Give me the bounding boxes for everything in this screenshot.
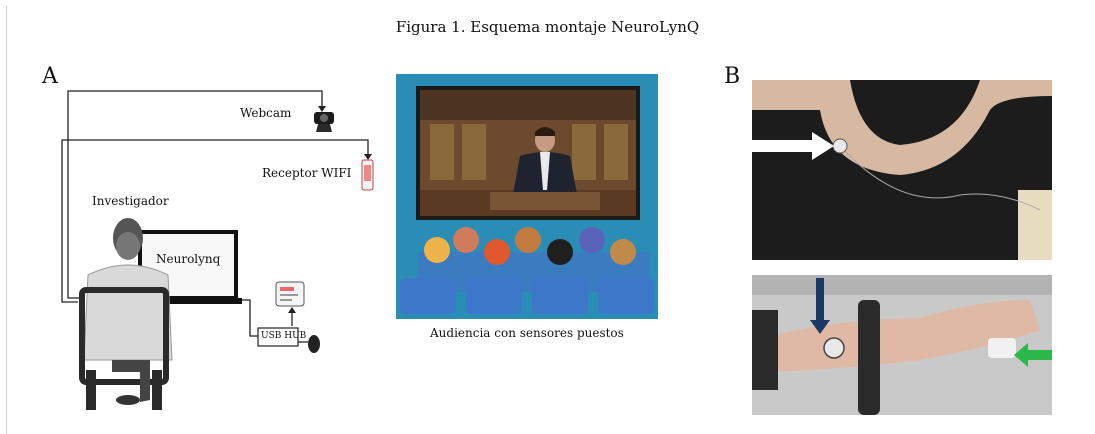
sensor-device-icon <box>275 281 305 307</box>
mouse-icon <box>308 335 320 353</box>
webcam-icon <box>314 112 334 132</box>
chest-photo <box>752 80 1052 260</box>
audience-caption: Audiencia con sensores puestos <box>430 326 624 340</box>
connection-lines <box>61 90 369 343</box>
audience-chairs <box>400 278 654 314</box>
chest-arrow-icon <box>752 132 834 160</box>
wrist-arrow-down-icon <box>810 278 830 334</box>
wrist-photo <box>752 275 1052 415</box>
figure-title: Figura 1. Esquema montaje NeuroLynQ <box>395 18 700 36</box>
monitor-label: Neurolynq <box>156 252 221 266</box>
panel-a-label: A <box>42 64 58 89</box>
figure-frame <box>6 6 1090 434</box>
researcher-label: Investigador <box>92 194 169 208</box>
wrist-arrow-left-icon <box>1014 343 1052 367</box>
receiver-label: Receptor WIFI <box>262 166 352 180</box>
monitor-icon <box>138 230 242 304</box>
panel-b-label: B <box>724 64 741 89</box>
usb-hub-icon <box>257 327 299 347</box>
webcam-label: Webcam <box>240 106 292 120</box>
usb-hub-label: USB HUB <box>261 331 307 341</box>
wifi-receiver-icon <box>361 159 374 191</box>
arrowheads <box>288 106 372 313</box>
researcher-figure <box>79 218 173 410</box>
